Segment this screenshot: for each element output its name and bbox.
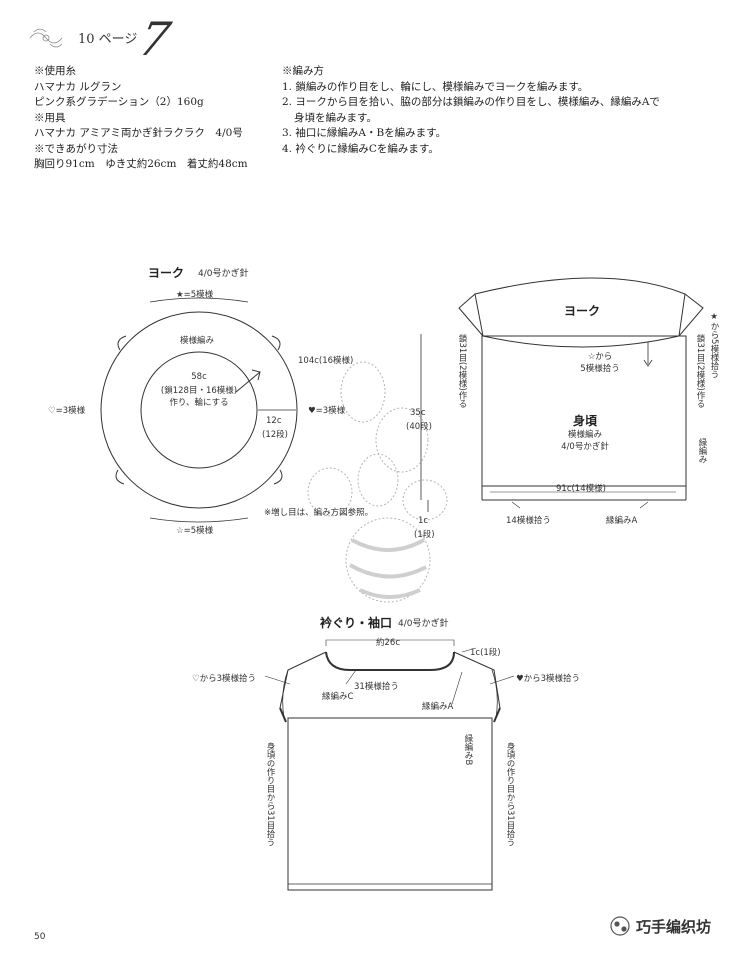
method-section: ※編み方 1. 鎖編みの作り目をし、輪にし、模様編みでヨークを編みます。 2. … bbox=[282, 64, 660, 157]
pick-right-vertical: 身頃の作り目から31目拾う bbox=[505, 742, 515, 847]
edge-c: 縁編みC bbox=[322, 692, 354, 702]
method-heading: ※編み方 bbox=[282, 65, 324, 77]
yoke-width-1: 12c bbox=[266, 416, 282, 426]
yoke-star-black: ★=5模様 bbox=[176, 290, 214, 300]
finishing-edge-a: 縁編みA bbox=[422, 702, 454, 712]
method-step-2-cont: 身頃を編みます。 bbox=[294, 111, 377, 124]
edge-b-vertical: 縁編みB bbox=[463, 734, 473, 766]
edge-height-2: (1段) bbox=[414, 530, 435, 540]
tools-line: ハマナカ アミアミ両かぎ針ラクラク 4/0号 bbox=[34, 127, 243, 139]
method-step-3: 3. 袖口に縁編みA・Bを編みます。 bbox=[282, 127, 447, 139]
size-heading: ※できあがり寸法 bbox=[34, 142, 118, 155]
yoke-pattern: 模様編み bbox=[180, 336, 215, 346]
heart-black-pick: ♥から3模様拾う bbox=[516, 674, 581, 684]
body-length-2: (40段) bbox=[406, 422, 432, 432]
edge-height-1: 1c bbox=[418, 516, 429, 526]
yoke-inner-1: 58c bbox=[191, 372, 207, 382]
body-title: 身頃 bbox=[572, 414, 597, 428]
side-chain-right: 鎖31目(2模様)作る bbox=[695, 334, 705, 408]
yoke-hook: 4/0号かぎ針 bbox=[198, 269, 249, 279]
edge-1c: 1c(1段) bbox=[470, 648, 501, 658]
pick-31: 31模様拾う bbox=[354, 682, 399, 692]
method-step-1: 1. 鎖編みの作り目をし、輪にし、模様編みでヨークを編みます。 bbox=[282, 80, 589, 93]
yoke-star-white: ☆=5模様 bbox=[176, 526, 214, 536]
body-pattern: 模様編み bbox=[567, 430, 602, 440]
heart-white-pick: ♡から3模様拾う bbox=[192, 674, 257, 684]
tools-heading: ※用具 bbox=[34, 111, 66, 124]
yoke-inner-2: (鎖128目・16模様) bbox=[160, 386, 238, 396]
body-pick-1: ☆から bbox=[587, 352, 613, 362]
body-yoke-label: ヨーク bbox=[564, 304, 601, 318]
yarn-heading: ※使用糸 bbox=[34, 65, 76, 77]
pick-left-vertical: 身頃の作り目から31目拾う bbox=[265, 742, 275, 847]
page-reference: 10 ページ bbox=[78, 32, 138, 47]
yarn-line-2: ピンク系グラデーション（2）160g bbox=[34, 96, 204, 108]
pick-14: 14模様拾う bbox=[506, 516, 551, 526]
finishing-title: 衿ぐり・袖口 bbox=[320, 616, 393, 630]
yoke-inner-3: 作り、輪にする bbox=[169, 398, 229, 408]
body-edge-a: 縁編みA bbox=[606, 516, 638, 526]
header-flourish bbox=[29, 28, 63, 48]
watermark-logo-icon bbox=[610, 916, 630, 936]
finishing-hook: 4/0号かぎ針 bbox=[398, 619, 449, 629]
length-indicator bbox=[420, 334, 429, 512]
finishing-diagram bbox=[264, 639, 515, 891]
body-diagram bbox=[458, 277, 704, 509]
yoke-circumference: 104c(16模様) bbox=[298, 356, 354, 366]
star-pick: ★から5模様拾う bbox=[709, 312, 719, 379]
yoke-width-2: (12段) bbox=[262, 430, 288, 440]
edge-a-vertical: 縁編み bbox=[697, 438, 707, 464]
materials-section: ※使用糸 ハマナカ ルグラン ピンク系グラデーション（2）160g ※用具 ハマ… bbox=[34, 64, 248, 173]
increase-note: ※増し目は、編み方図参照。 bbox=[264, 508, 374, 518]
side-chain-left: 鎖31目(2模様)作る bbox=[457, 334, 467, 408]
method-step-2: 2. ヨークから目を拾い、脇の部分は鎖編みの作り目をし、模様編み、縁編みAで bbox=[282, 96, 660, 108]
cactus-illustration bbox=[307, 361, 448, 603]
size-line: 胸回り91cm ゆき丈約26cm 着丈約48cm bbox=[34, 158, 248, 170]
body-length-1: 35c bbox=[410, 408, 426, 418]
method-step-4: 4. 衿ぐりに縁編みCを編みます。 bbox=[282, 142, 439, 155]
yarn-line-1: ハマナカ ルグラン bbox=[34, 80, 122, 93]
yoke-heart-black: ♥=3模様 bbox=[308, 406, 346, 416]
yoke-heart-white: ♡=3模様 bbox=[48, 406, 86, 416]
body-width: 91c(14模様) bbox=[556, 484, 606, 494]
body-hook: 4/0号かぎ針 bbox=[561, 442, 609, 452]
neck-width: 約26c bbox=[376, 638, 400, 648]
page-number: 50 bbox=[34, 932, 46, 942]
yoke-title: ヨーク bbox=[148, 266, 185, 280]
watermark-text: 巧手编织坊 bbox=[636, 918, 712, 936]
yoke-diagram bbox=[100, 297, 298, 523]
body-pick-2: 5模様拾う bbox=[580, 364, 620, 374]
